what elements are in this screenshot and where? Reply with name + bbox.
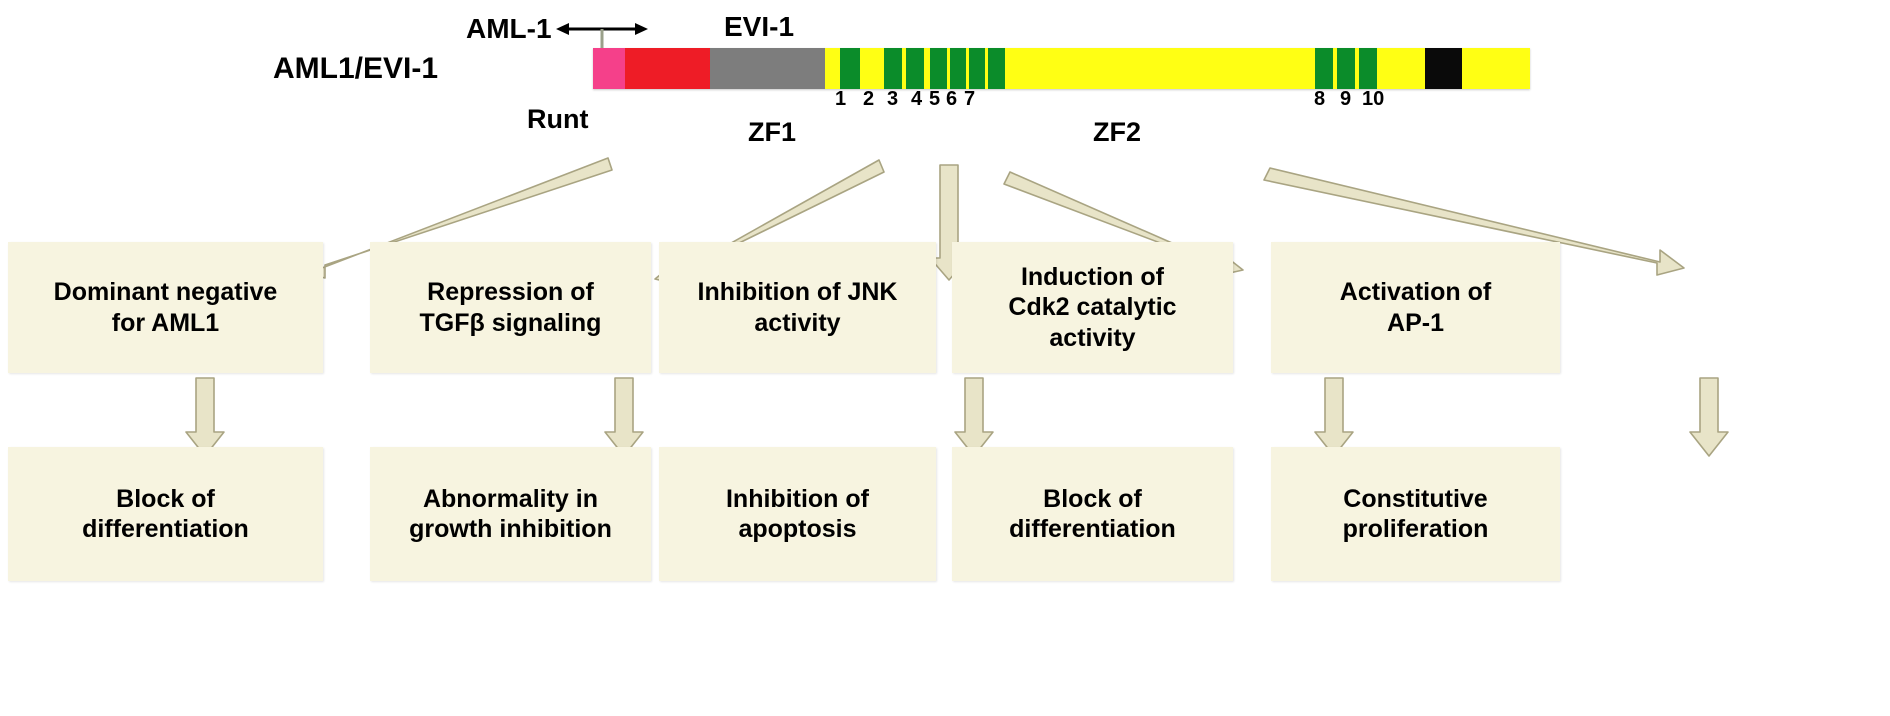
zf2-number-10: 10 — [1362, 88, 1385, 110]
aml1-extent-arrow-icon — [556, 23, 648, 48]
zinc-finger-3 — [906, 48, 924, 89]
zf1-number-4: 4 — [911, 88, 923, 110]
zf1-number-1: 1 — [835, 88, 847, 110]
zinc-finger-5 — [950, 48, 966, 89]
runt-domain-label: Runt — [527, 104, 589, 134]
zf2-label: ZF2 — [1093, 117, 1142, 147]
zf1-number-6: 6 — [946, 88, 958, 110]
protein-segment-gray-region — [710, 48, 825, 89]
protein-segment-pink-n-terminus — [593, 48, 625, 89]
zf2-number-8: 8 — [1314, 88, 1326, 110]
zinc-finger-4 — [930, 48, 947, 89]
protein-bar — [593, 48, 1530, 89]
zf1-number-7: 7 — [964, 88, 976, 110]
protein-name-label: AML1/EVI-1 — [273, 52, 439, 85]
zf1-number-2: 2 — [863, 88, 875, 110]
arrow-inhibition-jnk-to-inhibition-apoptosis — [954, 377, 994, 457]
zinc-finger-2 — [884, 48, 902, 89]
zinc-finger-7 — [988, 48, 1005, 89]
arrow-dominant-negative-to-block-differentiation — [185, 377, 225, 457]
arrow-repression-tgfb-to-abnormality-growth — [604, 377, 644, 457]
zf1-label: ZF1 — [748, 117, 797, 147]
zinc-finger-10 — [1359, 48, 1377, 89]
zf1-number-5: 5 — [929, 88, 941, 110]
zinc-finger-9 — [1337, 48, 1355, 89]
protein-segment-runt-domain — [625, 48, 710, 89]
protein-segment-black-region — [1425, 48, 1462, 89]
zf1-number-3: 3 — [887, 88, 899, 110]
zinc-finger-6 — [969, 48, 985, 89]
evi1-region-label: EVI-1 — [724, 11, 795, 42]
zinc-finger-1 — [840, 48, 860, 89]
arrow-induction-cdk2-to-block-differentiation — [1314, 377, 1354, 457]
arrow-activation-ap1-to-constitutive-proliferation — [1689, 377, 1729, 457]
zinc-finger-8 — [1315, 48, 1333, 89]
zf2-number-9: 9 — [1340, 88, 1352, 110]
aml1-region-label: AML-1 — [466, 13, 552, 44]
